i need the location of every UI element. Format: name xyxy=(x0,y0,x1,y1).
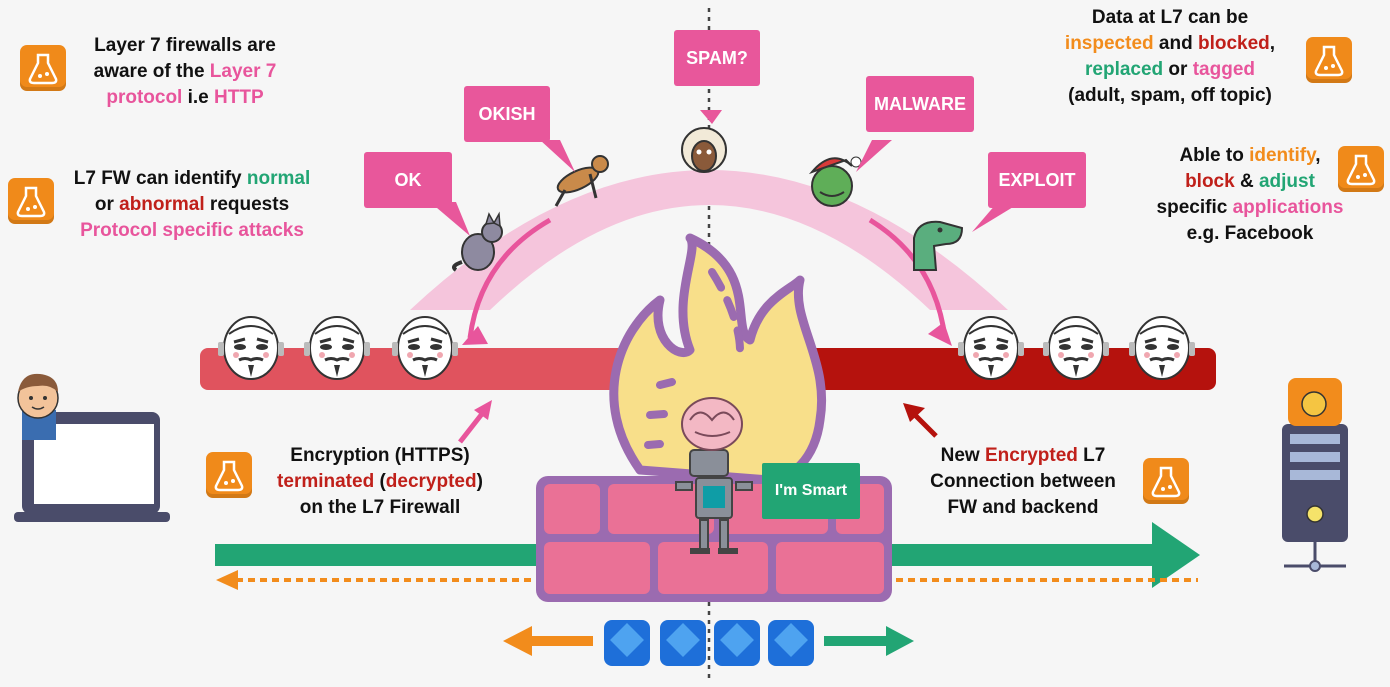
malware-bubble: MALWARE xyxy=(866,76,974,132)
note-layer7-aware: Layer 7 firewalls are aware of the Layer… xyxy=(93,35,277,108)
note-encryption-terminated: Encryption (HTTPS) terminated (decrypted… xyxy=(277,445,483,518)
flask-icon xyxy=(1143,458,1189,504)
okish-bubble: OKISH xyxy=(464,86,550,142)
dinosaur-icon xyxy=(913,220,964,271)
person-icon xyxy=(17,373,59,440)
flask-icon xyxy=(206,452,252,498)
cube-icon xyxy=(604,620,814,666)
grinch-icon xyxy=(808,156,862,207)
note-new-encrypted-connection: New Encrypted L7 Connection between FW a… xyxy=(930,445,1116,518)
arrow-icon xyxy=(528,636,593,646)
spam-bubble: SPAM? xyxy=(674,30,760,86)
flame-icon xyxy=(609,233,826,485)
note-identify-applications: Able to identify, block & adjust specifi… xyxy=(1156,145,1344,244)
laptop-icon xyxy=(14,412,170,522)
traffic-arc xyxy=(410,170,1008,310)
arc-arrow-left xyxy=(467,217,552,339)
flask-icon xyxy=(8,178,54,224)
brain-icon xyxy=(681,397,743,451)
robot-label: I'm Smart xyxy=(762,463,860,519)
flask-icon xyxy=(1338,146,1384,192)
note-data-at-l7: Data at L7 can be inspected and blocked,… xyxy=(1064,7,1276,106)
flask-icon xyxy=(1306,37,1352,83)
robot-icon xyxy=(675,440,753,554)
server-icon xyxy=(1282,378,1348,572)
note-identify-requests: L7 FW can identify normal or abnormal re… xyxy=(73,168,311,241)
exploit-bubble: EXPLOIT xyxy=(988,152,1086,208)
cat-icon xyxy=(452,211,503,272)
dog-icon xyxy=(554,155,609,207)
arrow-icon xyxy=(458,408,487,444)
arrow-icon xyxy=(824,636,890,646)
sheep-icon xyxy=(681,127,727,173)
flask-icon xyxy=(20,45,66,91)
ok-bubble: OK xyxy=(364,152,452,208)
